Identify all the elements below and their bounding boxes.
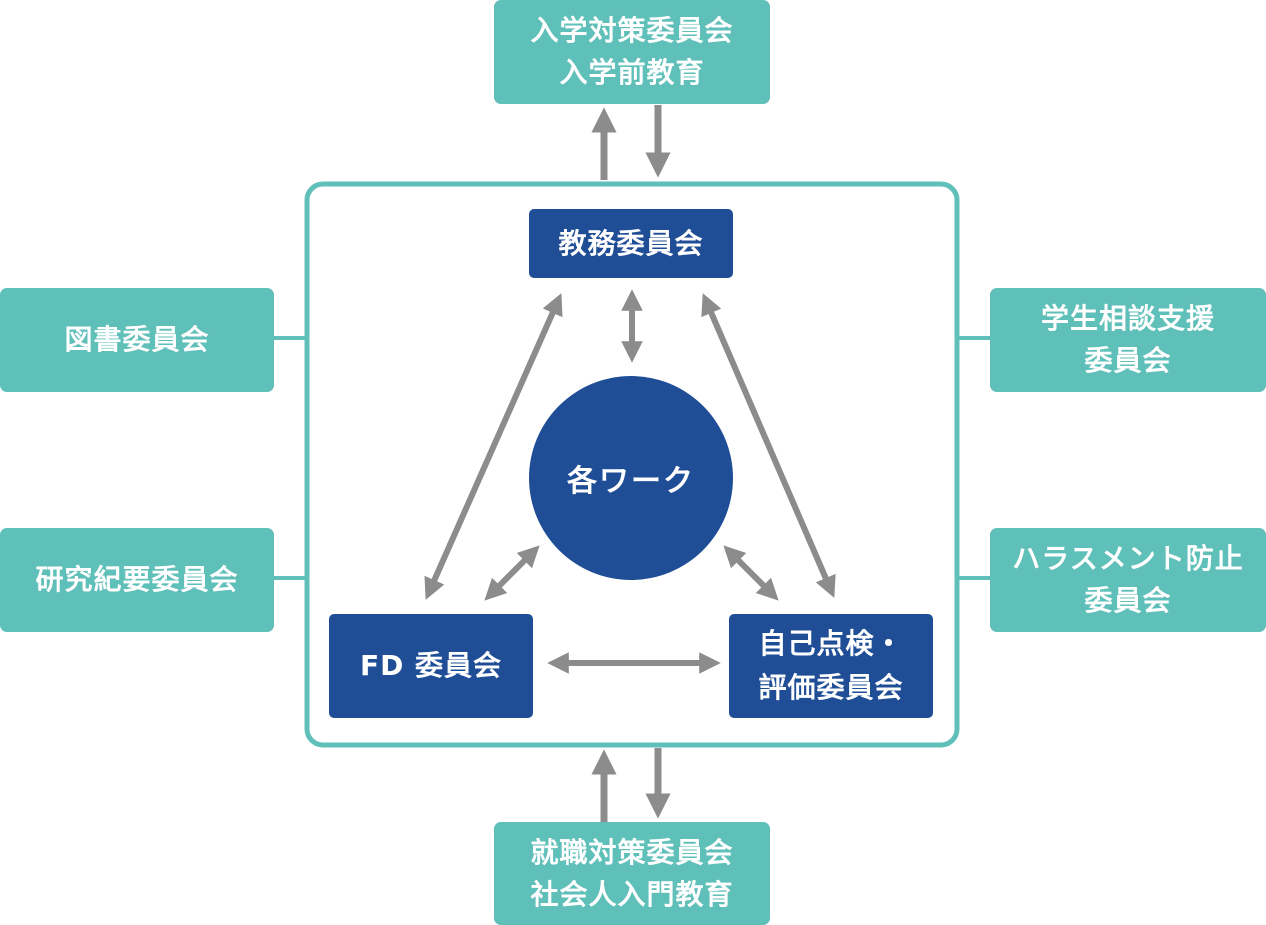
arrow-kyomu-jiko xyxy=(701,293,836,598)
box-gakusei-sodan: 学生相談支援 委員会 xyxy=(990,288,1266,392)
box-harassment-line1: ハラスメント防止 xyxy=(1012,542,1244,575)
arrow-kyomu-fd xyxy=(424,293,563,600)
center-label: 各ワーク xyxy=(567,464,695,499)
box-shushoku-taisaku: 就職対策委員会 社会人入門教育 xyxy=(494,822,770,925)
box-harassment: ハラスメント防止 委員会 xyxy=(990,528,1266,632)
box-jiko-line1: 自己点検・ xyxy=(758,627,904,660)
box-nyugaku-line2: 入学前教育 xyxy=(559,56,705,89)
box-tosho: 図書委員会 xyxy=(0,288,274,392)
center-circle: 各ワーク xyxy=(529,376,733,580)
box-harassment-line2: 委員会 xyxy=(1084,584,1172,617)
arrow-center-fd xyxy=(484,545,540,601)
box-fd-line1: FD 委員会 xyxy=(359,649,503,682)
box-jiko-tenken: 自己点検・ 評価委員会 xyxy=(729,614,933,718)
box-kyomu: 教務委員会 xyxy=(529,209,733,278)
box-fd: FD 委員会 xyxy=(329,614,533,718)
box-tosho-line1: 図書委員会 xyxy=(64,323,210,356)
box-nyugaku-taisaku: 入学対策委員会 入学前教育 xyxy=(494,0,770,104)
box-gakusei-line2: 委員会 xyxy=(1084,344,1172,377)
box-jiko-line2: 評価委員会 xyxy=(758,671,904,704)
box-kenkyu-line1: 研究紀要委員会 xyxy=(35,563,239,596)
box-gakusei-line1: 学生相談支援 xyxy=(1040,302,1215,335)
box-nyugaku-line1: 入学対策委員会 xyxy=(530,14,734,47)
box-kyomu-line1: 教務委員会 xyxy=(558,226,704,260)
box-shushoku-line1: 就職対策委員会 xyxy=(530,835,734,869)
arrow-center-jiko xyxy=(723,545,779,601)
box-shushoku-line2: 社会人入門教育 xyxy=(530,877,734,911)
box-kenkyu-kiyo: 研究紀要委員会 xyxy=(0,528,274,632)
